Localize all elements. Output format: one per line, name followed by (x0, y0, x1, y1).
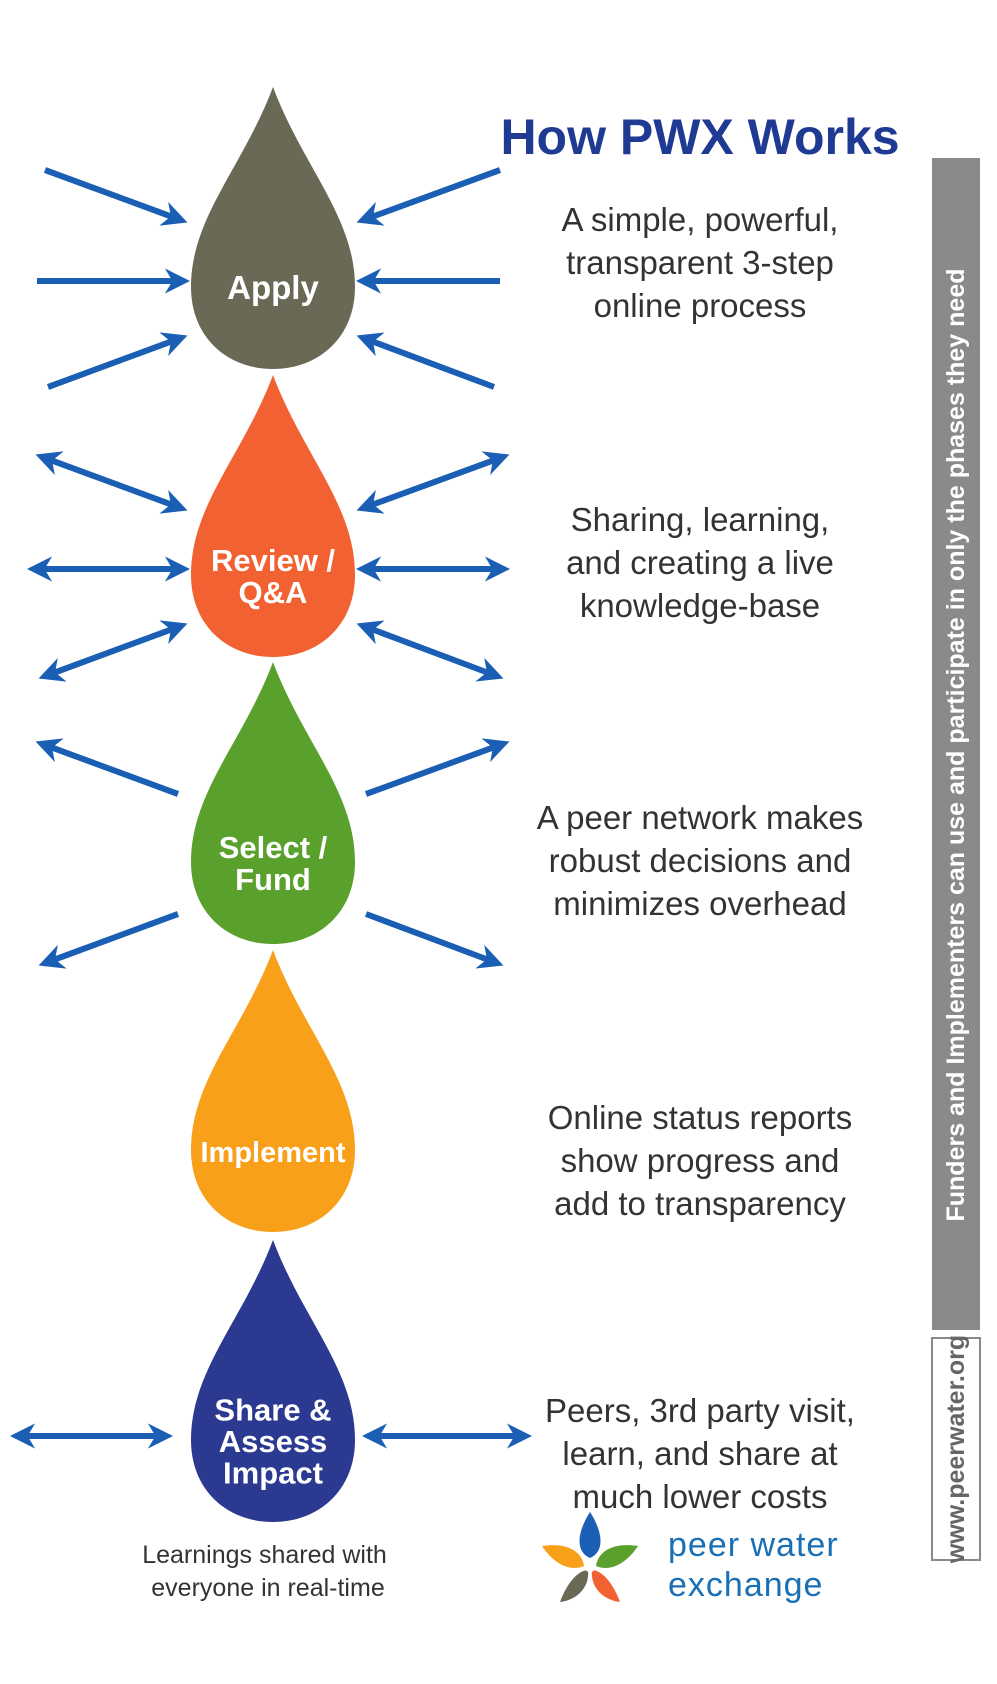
droplet-label-line: Impact (223, 1456, 323, 1491)
logo-line-1: peer water (668, 1526, 839, 1564)
flow-arrows (9, 167, 533, 1449)
description-line: Online status reports (548, 1099, 852, 1136)
footnote-line: Learnings shared with (142, 1541, 387, 1569)
logo-line-2: exchange (668, 1566, 823, 1604)
flow-arrow (364, 911, 504, 969)
flow-arrow (35, 451, 188, 514)
sidebar-text: Funders and Implementers can use and par… (942, 268, 970, 1221)
description-line: knowledge-base (580, 587, 820, 624)
description-line: Sharing, learning, (571, 501, 830, 538)
description-line: minimizes overhead (553, 885, 846, 922)
description-line: transparent 3-step (566, 244, 834, 281)
sidebar-banner (932, 158, 980, 1330)
website-url: www.peerwater.org (942, 1335, 970, 1564)
page-title: How PWX Works (500, 109, 899, 165)
flow-arrow (356, 451, 510, 514)
droplet-label: Review /Q&A (211, 543, 335, 610)
peer-water-exchange-logo: peer water exchange (542, 1512, 839, 1604)
description-line: A simple, powerful, (562, 201, 839, 238)
phase-droplet: Review /Q&A (191, 375, 355, 657)
description-line: much lower costs (573, 1478, 828, 1515)
droplet-label-line: Review / (211, 543, 335, 578)
description-line: and creating a live (566, 544, 834, 581)
droplet-label-line: Q&A (239, 575, 308, 610)
droplet-label-line: Apply (227, 269, 319, 306)
droplet-shape (191, 87, 355, 369)
description-line: add to transparency (554, 1185, 846, 1222)
description-line: robust decisions and (549, 842, 852, 879)
phase-droplet: Select /Fund (191, 662, 355, 944)
star-flower-icon (542, 1512, 638, 1602)
flow-arrow (46, 332, 188, 390)
footnote: Learnings shared with everyone in real-t… (142, 1541, 394, 1602)
description-line: A peer network makes (537, 799, 864, 836)
phase-description: A simple, powerful, transparent 3-step onl… (562, 201, 839, 324)
flow-arrow (43, 167, 188, 226)
droplet-label-line: Select / (219, 830, 328, 865)
flow-arrow (356, 167, 502, 226)
droplet-shape (191, 1240, 355, 1522)
droplet-label: Select /Fund (219, 830, 328, 897)
phase-droplet: Implement (191, 950, 355, 1232)
droplet-shape (191, 662, 355, 944)
droplet-label-line: Fund (235, 862, 311, 897)
droplet-shape (191, 950, 355, 1232)
phase-descriptions: A simple, powerful, transparent 3-step onl… (537, 201, 864, 1515)
description-line: online process (594, 287, 807, 324)
flow-arrow (35, 738, 180, 797)
phase-droplet: Apply (191, 87, 355, 369)
droplet-label: Apply (227, 269, 319, 306)
description-line: learn, and share at (562, 1435, 837, 1472)
droplet-label-line: Implement (200, 1137, 345, 1169)
url-box (931, 1337, 981, 1561)
flow-arrow (38, 911, 180, 969)
description-line: show progress and (561, 1142, 840, 1179)
phase-description: Online status reports show progress and ad… (548, 1099, 852, 1222)
phase-description: Sharing, learning, and creating a live kno… (566, 501, 834, 624)
droplet-shape (191, 375, 355, 657)
flow-arrow (38, 620, 188, 682)
flow-arrow (356, 332, 496, 390)
flow-arrow (364, 738, 510, 797)
droplet-label: Implement (200, 1137, 345, 1169)
phase-description: Peers, 3rd party visit, learn, and share … (545, 1392, 855, 1515)
phase-description: A peer network makes robust decisions and… (537, 799, 864, 922)
footnote-line: everyone in real-time (151, 1574, 384, 1602)
droplet-label-line: Assess (219, 1424, 328, 1459)
flow-arrow (356, 620, 504, 682)
description-line: Peers, 3rd party visit, (545, 1392, 855, 1429)
sidebar: Funders and Implementers can use and par… (931, 158, 981, 1564)
droplet-label-line: Share & (214, 1392, 331, 1427)
